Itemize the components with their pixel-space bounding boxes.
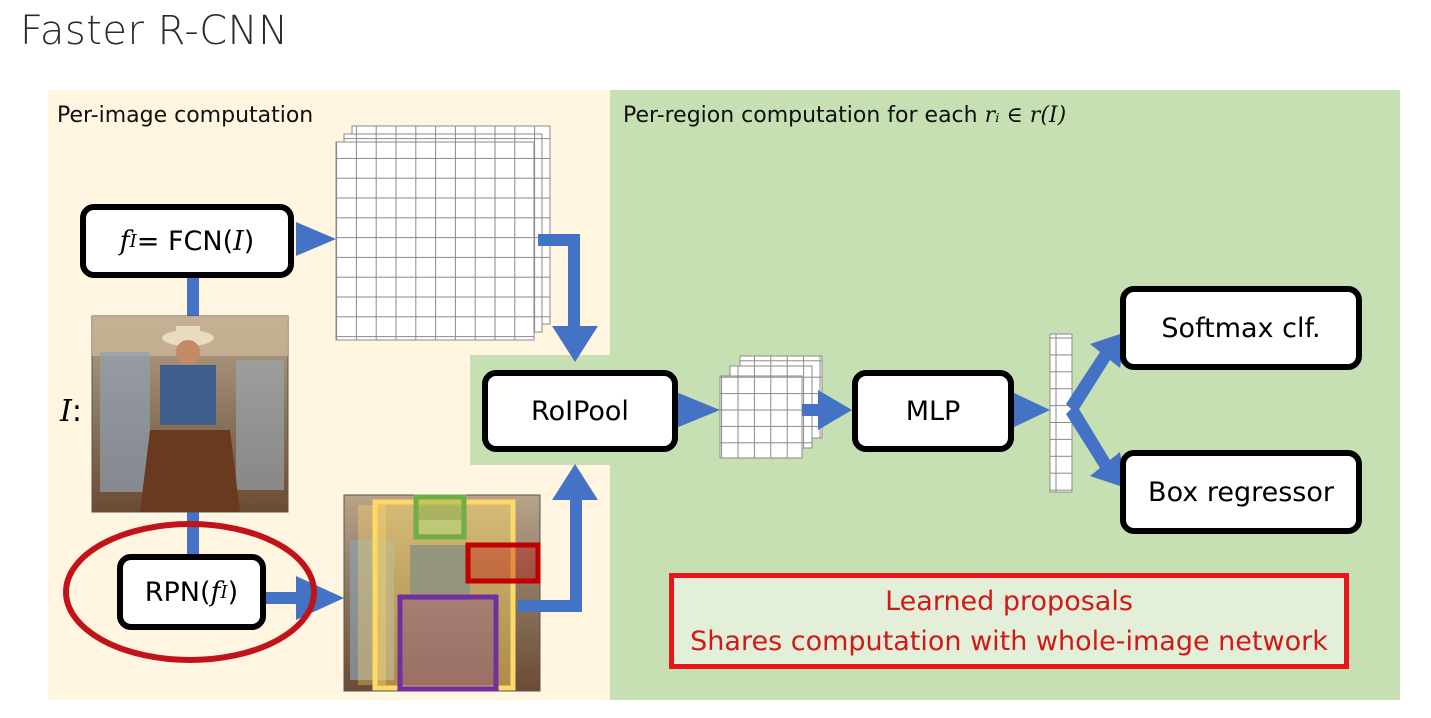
fcn-arg: I — [233, 225, 244, 257]
callout-line2: Shares computation with whole-image netw… — [690, 626, 1328, 657]
rpn-sub: I — [220, 581, 228, 603]
box-regressor-box: Box regressor — [1120, 450, 1362, 534]
arrow-mlp-to-vector — [1012, 392, 1050, 428]
proposals-image — [343, 494, 541, 692]
fcn-mid: = FCN( — [136, 225, 234, 257]
rpn-highlight-ellipse — [63, 521, 317, 663]
rpn-prefix: RPN( — [144, 576, 211, 608]
fcn-suffix: ) — [243, 225, 255, 257]
rpn-f: f — [210, 576, 221, 608]
mlp-box: MLP — [852, 370, 1014, 452]
input-image — [91, 315, 289, 513]
proposal-red-box — [465, 542, 541, 584]
rpn-suffix: ) — [227, 576, 239, 608]
arrow-fcn-to-features — [296, 222, 336, 256]
fcn-sub: I — [129, 230, 137, 252]
roi-feature-stack — [719, 355, 823, 459]
proposal-purple-box — [397, 594, 499, 692]
page-title: Faster R-CNN — [20, 8, 289, 54]
arrow-roi-to-mlp — [802, 390, 852, 430]
image-label: I: — [60, 394, 82, 429]
arrow-features-to-roipool — [538, 234, 598, 362]
image-label-colon: : — [71, 394, 82, 429]
connector-fcn-image — [187, 278, 199, 318]
arrow-roipool-to-roi — [676, 392, 720, 428]
per-region-label: Per-region computation for each rᵢ ∈ r(I… — [623, 103, 1066, 128]
per-region-label-math: rᵢ ∈ r(I) — [984, 103, 1067, 128]
per-region-label-text: Per-region computation for each — [623, 103, 985, 128]
arrow-rpn-to-proposals — [266, 576, 344, 620]
arrow-vector-to-softmax — [1066, 332, 1126, 414]
roipool-box: RoIPool — [482, 370, 678, 452]
per-image-label: Per-image computation — [57, 103, 314, 128]
feature-map-stack — [335, 125, 551, 341]
arrow-proposals-to-roipool — [518, 464, 598, 612]
callout-line1: Learned proposals — [885, 586, 1133, 617]
connector-image-rpn — [187, 512, 199, 558]
proposal-green-box — [413, 494, 467, 540]
learned-proposals-callout: Learned proposals Shares computation wit… — [669, 573, 1349, 669]
arrow-vector-to-box — [1066, 404, 1126, 488]
fcn-f: f — [119, 225, 130, 257]
image-label-math: I — [60, 394, 72, 429]
softmax-box: Softmax clf. — [1120, 286, 1362, 370]
